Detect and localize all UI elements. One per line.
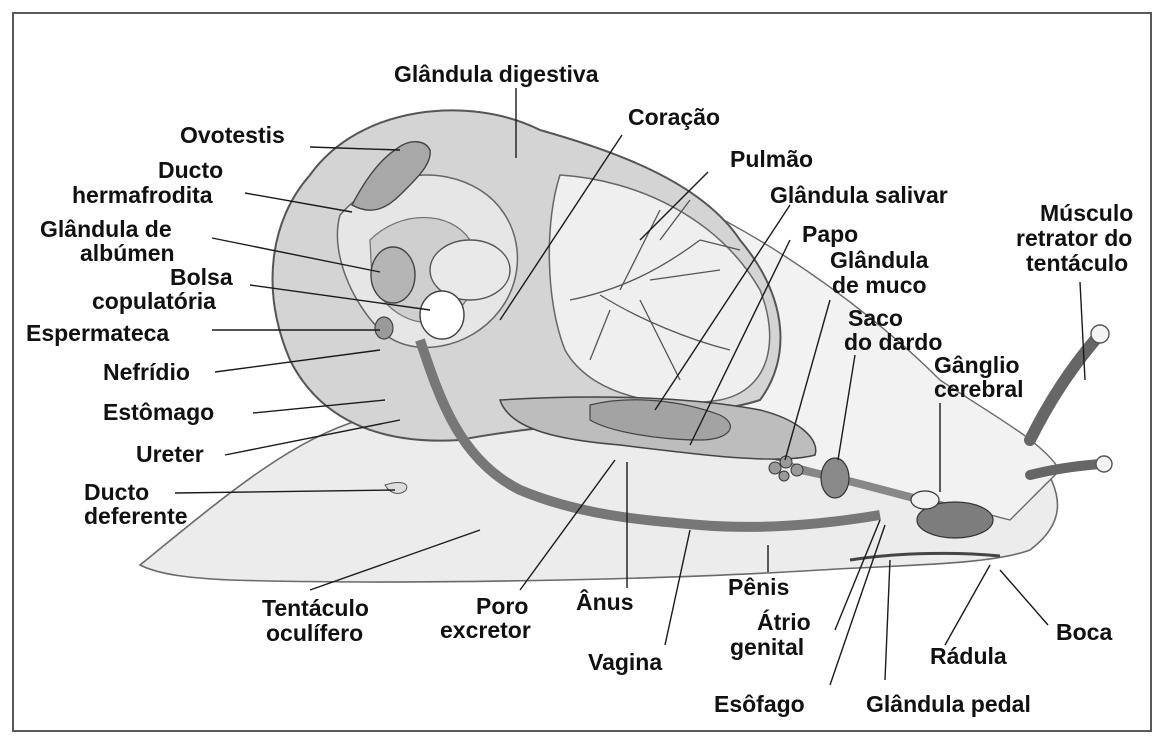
- label-papo: Papo: [802, 221, 858, 247]
- dart-sac-organ: [821, 458, 849, 498]
- label-ducto-hermafrodita-1: Ducto: [158, 157, 223, 183]
- label-ganglio-2: cerebral: [934, 376, 1024, 402]
- label-boca: Boca: [1056, 619, 1112, 645]
- label-tentaculo-1: Tentáculo: [262, 595, 369, 621]
- label-penis: Pênis: [728, 574, 789, 600]
- label-ureter: Ureter: [136, 441, 204, 467]
- label-bolsa-2: copulatória: [92, 288, 216, 314]
- label-esofago: Esôfago: [714, 691, 805, 717]
- label-glandula-salivar: Glândula salivar: [770, 182, 948, 208]
- label-espermateca: Espermateca: [26, 320, 169, 346]
- label-anus: Ânus: [576, 588, 634, 615]
- label-glandula-pedal: Glândula pedal: [866, 691, 1031, 717]
- label-atrio-2: genital: [730, 634, 804, 660]
- cerebral-ganglion-organ: [911, 491, 939, 509]
- label-musculo-2: retrator do: [1016, 225, 1132, 251]
- label-poro-1: Poro: [476, 593, 528, 619]
- label-ganglio-1: Gânglio: [934, 352, 1020, 378]
- label-musculo-1: Músculo: [1040, 200, 1133, 226]
- label-glandula-muco-1: Glândula: [830, 247, 929, 273]
- label-poro-2: excretor: [440, 617, 531, 643]
- label-vagina: Vagina: [588, 649, 662, 675]
- label-glandula-muco-2: de muco: [832, 272, 927, 298]
- label-coracao: Coração: [628, 104, 720, 130]
- label-ovotestis: Ovotestis: [180, 122, 285, 148]
- label-estomago: Estômago: [103, 399, 214, 425]
- label-glandula-albumen-1: Glândula de: [40, 216, 172, 242]
- albumen-gland-organ: [371, 247, 415, 303]
- label-radula: Rádula: [930, 643, 1007, 669]
- label-ducto-deferente-1: Ducto: [84, 479, 149, 505]
- label-tentaculo-2: oculífero: [266, 620, 363, 646]
- bursa-organ: [420, 291, 464, 339]
- upper-tentacle-tip: [1091, 325, 1109, 343]
- label-pulmao: Pulmão: [730, 146, 813, 172]
- label-glandula-digestiva: Glândula digestiva: [394, 61, 599, 87]
- label-saco-2: do dardo: [844, 329, 942, 355]
- label-ducto-hermafrodita-2: hermafrodita: [72, 182, 213, 208]
- spermatheca-organ: [375, 317, 393, 339]
- lower-tentacle-tip: [1096, 456, 1112, 472]
- label-musculo-3: tentáculo: [1026, 250, 1128, 276]
- label-atrio-1: Átrio: [757, 608, 811, 635]
- label-glandula-albumen-2: albúmen: [80, 240, 175, 266]
- label-ducto-deferente-2: deferente: [84, 503, 188, 529]
- label-bolsa-1: Bolsa: [170, 264, 233, 290]
- label-saco-1: Saco: [848, 305, 903, 331]
- label-nefridio: Nefrídio: [103, 359, 190, 385]
